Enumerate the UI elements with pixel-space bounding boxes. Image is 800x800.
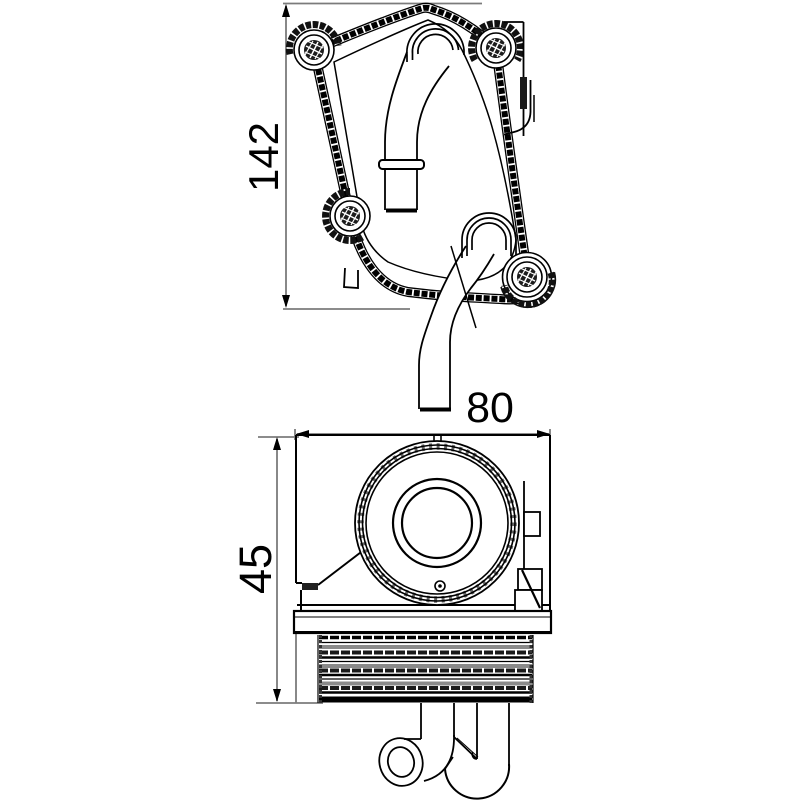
- svg-text:45: 45: [230, 544, 281, 594]
- svg-text:142: 142: [240, 122, 287, 192]
- svg-text:80: 80: [466, 384, 514, 432]
